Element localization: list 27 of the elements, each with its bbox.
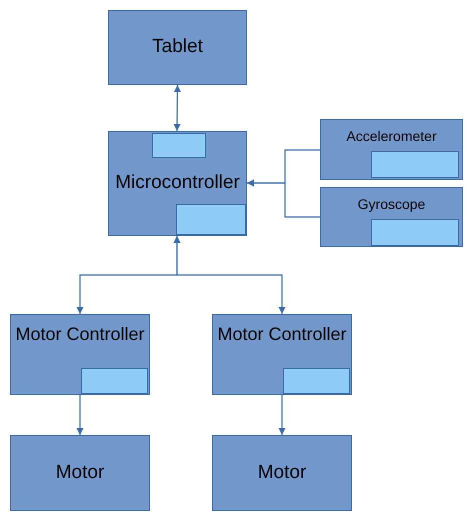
chip-box [152,133,206,158]
block-box [108,131,247,236]
block-label: Motor [256,460,308,485]
block-label: Tablet [151,35,204,60]
block-label: Motor [54,460,106,485]
block-box [108,10,247,85]
block-box [320,187,463,247]
block-box [212,314,352,395]
chip-box [371,219,459,246]
chip-box [283,368,350,394]
chip-box [371,151,459,178]
arrow [76,395,84,435]
chip-box [176,204,246,235]
block-label: Motor Controller [14,323,146,345]
arrow [174,85,181,131]
block-box [10,314,150,395]
block-label: Gyroscope [356,195,426,214]
arrow [247,180,320,218]
arrow [174,236,286,314]
block-label: Accelerometer [345,127,438,146]
block-box [320,119,463,180]
block-label: Microcontroller [114,171,241,196]
block-box [10,435,150,511]
block-box [212,435,352,511]
block-label: Motor Controller [216,323,348,345]
arrow [278,395,286,435]
chip-box [81,368,148,394]
